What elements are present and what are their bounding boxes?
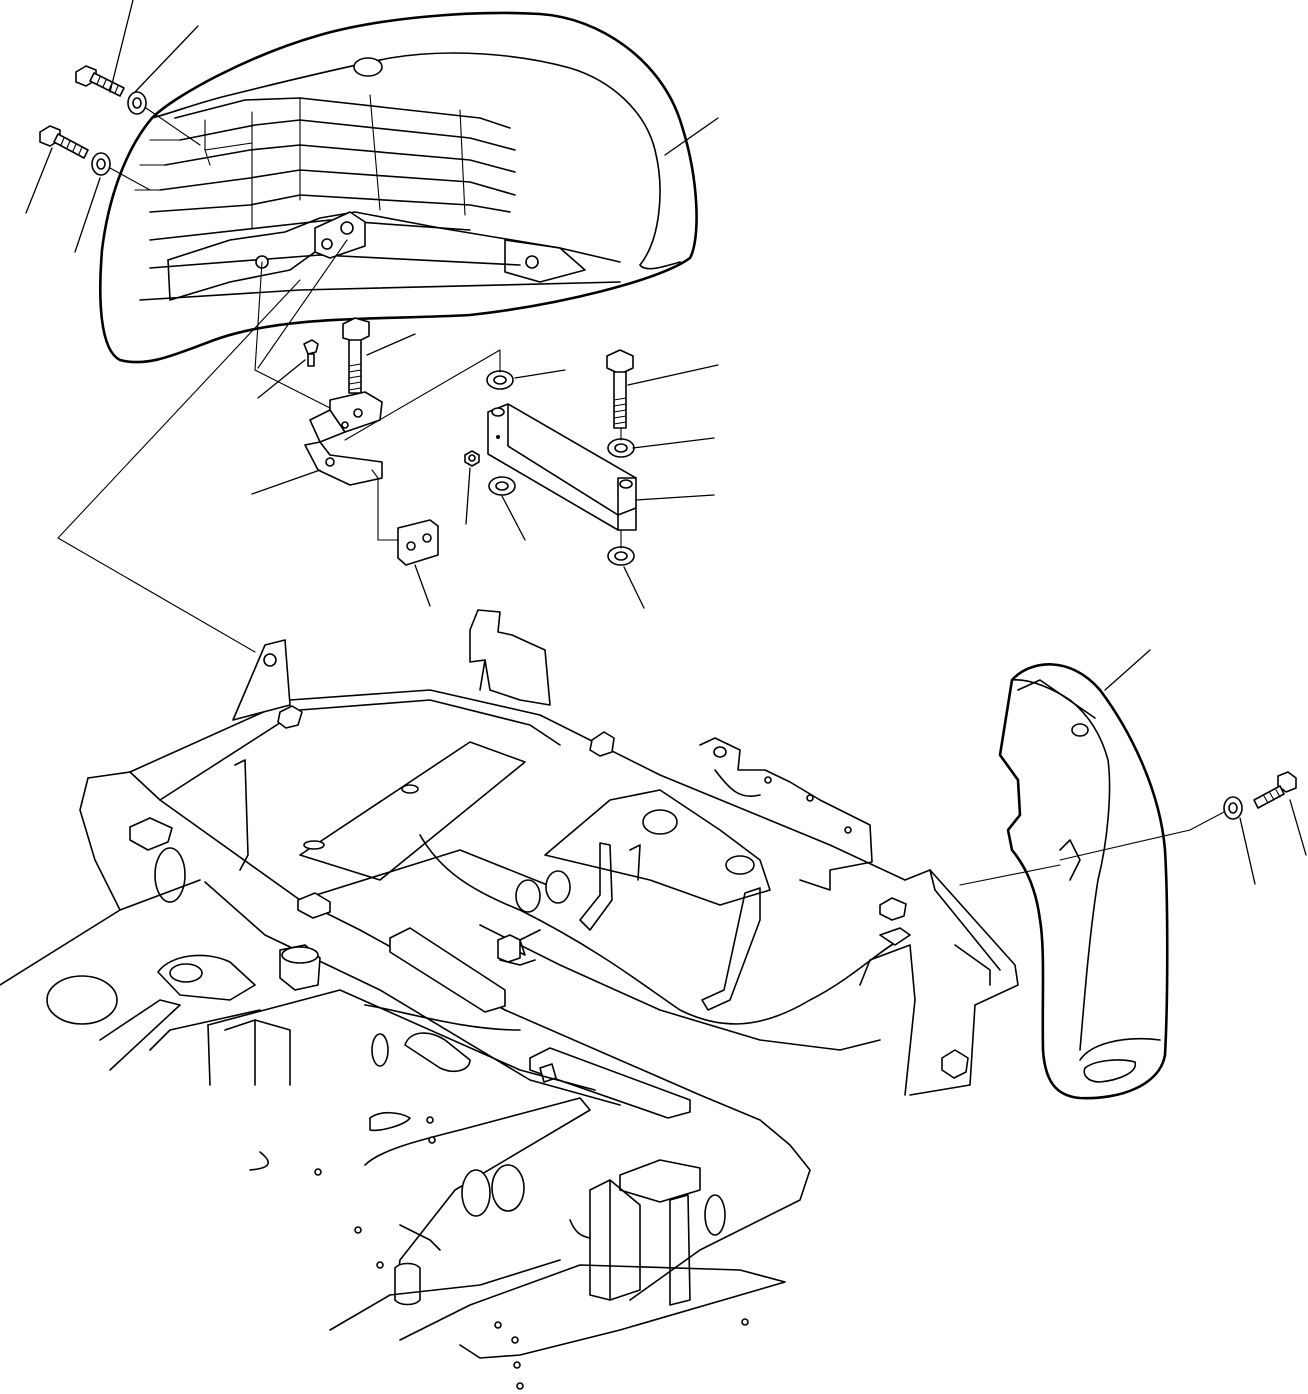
leader-lines	[25, 0, 1307, 886]
support-bar	[487, 403, 637, 531]
washer-bar-bottom-right	[607, 546, 635, 566]
rear-counterweight-cover	[99, 11, 698, 364]
bracket-plate	[397, 519, 439, 566]
hex-bolt-side	[1253, 771, 1297, 809]
lock-nut	[464, 450, 480, 467]
machine-revolving-frame	[0, 609, 1019, 1390]
washer-bar-bottom-left	[488, 476, 516, 496]
washer-bar-top	[486, 370, 514, 390]
hex-bolt-top-left-1	[75, 65, 125, 97]
washer-side	[1223, 796, 1243, 820]
right-side-cover	[998, 663, 1169, 1100]
hex-bolt-long	[342, 317, 370, 394]
hex-bolt-top-left-2	[39, 125, 89, 159]
washer-top-left-1	[127, 91, 147, 115]
washer-top-left-2	[91, 152, 111, 176]
boss	[353, 57, 383, 77]
hex-bolt-bar	[606, 349, 634, 429]
hex-bolt-small	[303, 339, 319, 367]
washer-bar-top-right	[607, 438, 635, 458]
